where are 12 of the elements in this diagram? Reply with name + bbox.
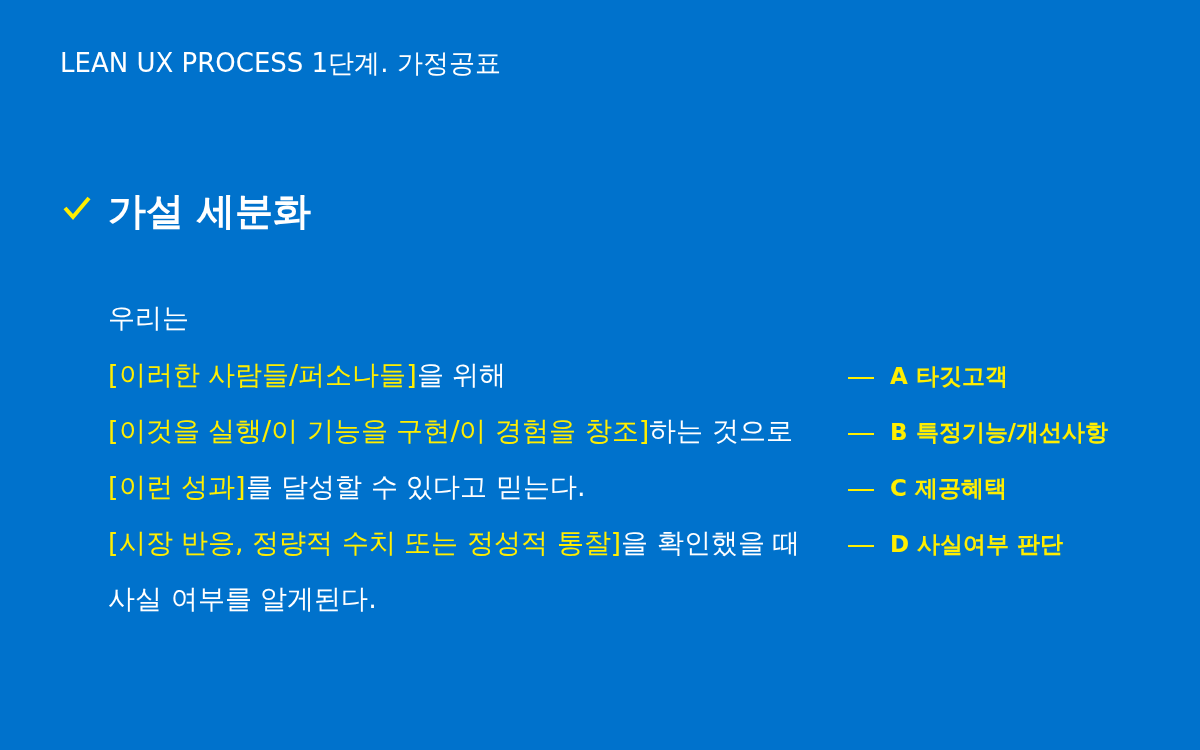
sentence-line: 사실 여부를 알게된다. — [108, 582, 377, 616]
sentence-line: [시장 반응, 정량적 수치 또는 정성적 통찰]을 확인했을 때 — [108, 526, 801, 560]
category-label: C 제공혜택 — [890, 474, 1007, 503]
sentence-line: [이것을 실행/이 기능을 구현/이 경험을 창조]하는 것으로 — [108, 414, 793, 448]
sentence-line: [이러한 사람들/퍼소나들]을 위해 — [108, 358, 507, 392]
slide-title: LEAN UX PROCESS 1단계. 가정공표 — [60, 47, 501, 80]
category-label: A 타깃고객 — [890, 362, 1008, 391]
category-label: B 특정기능/개선사항 — [890, 418, 1108, 447]
section-heading: 가설 세분화 — [108, 188, 312, 235]
sentence-line: [이런 성과]를 달성할 수 있다고 믿는다. — [108, 470, 586, 504]
sentence-line: 우리는 — [108, 301, 189, 335]
category-label: D 사실여부 판단 — [890, 530, 1064, 559]
